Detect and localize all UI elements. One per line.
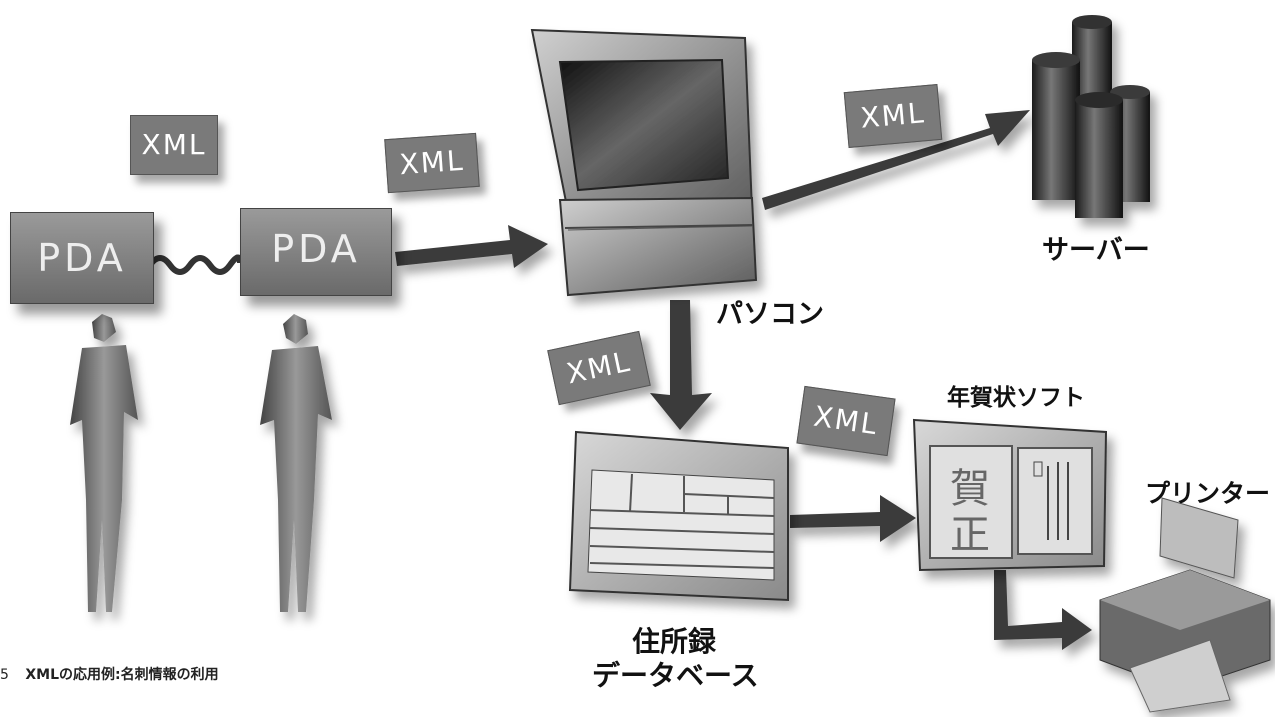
arrow-nenga-to-printer — [994, 570, 1092, 650]
printer-icon — [1099, 497, 1271, 713]
database-window-icon — [568, 430, 789, 602]
xml-badge: XML — [130, 115, 218, 175]
pda-device-2: PDA — [240, 208, 392, 296]
printer-label: プリンター — [1145, 479, 1271, 508]
nenga-char-1: 賀 — [950, 466, 990, 512]
arrow-pc-to-db — [650, 300, 712, 430]
xml-badge: XML — [843, 84, 943, 148]
arrow-pc-to-server — [762, 110, 1030, 210]
pda-cable — [147, 254, 243, 275]
nenga-char-2: 正 — [950, 512, 990, 558]
db-label-line1: 住所録 — [632, 625, 717, 658]
nengajo-window-icon — [912, 418, 1108, 572]
server-icon — [1032, 15, 1150, 218]
arrow-db-to-nenga — [790, 495, 916, 542]
nenga-label: 年賀状ソフト — [947, 385, 1085, 411]
caption-text: XMLの応用例:名刺情報の利用 — [25, 667, 219, 683]
person-icon-1 — [70, 314, 138, 612]
pc-icon — [530, 28, 758, 297]
xml-badge: XML — [384, 132, 480, 194]
arrow-pda-to-pc — [395, 225, 548, 268]
person-icon-2 — [260, 314, 332, 612]
figure-caption: 5 XMLの応用例:名刺情報の利用 — [0, 664, 219, 684]
db-label-line2: データベース — [592, 659, 759, 692]
pda-device-1: PDA — [10, 212, 154, 304]
caption-number: 5 — [0, 667, 9, 683]
pc-label: パソコン — [716, 299, 824, 330]
server-label: サーバー — [1042, 235, 1150, 266]
